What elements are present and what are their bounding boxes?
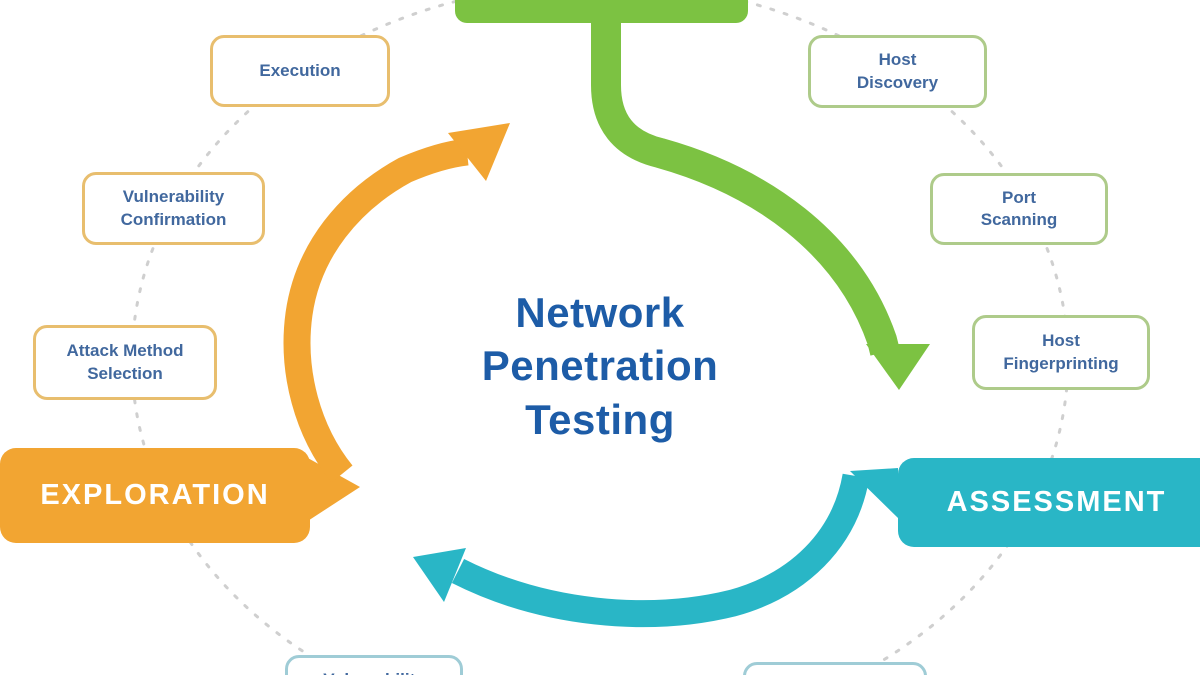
assessment-arrow-shaft bbox=[451, 473, 870, 628]
exploration-arrow-tail bbox=[297, 452, 360, 528]
discovery-stage-box bbox=[455, 0, 748, 23]
exploration-arrow-shaft bbox=[283, 138, 469, 483]
assessment-stage-badge: ASSESSMENT bbox=[898, 458, 1200, 547]
exploration-stage-label: EXPLORATION bbox=[40, 479, 270, 511]
step-label-attack-method-selection: Attack Method Selection bbox=[66, 341, 184, 383]
step-label-vulnerability-bottom: Vulnerability bbox=[323, 669, 424, 675]
step-label-execution: Execution bbox=[259, 60, 341, 80]
step-label-host-fingerprinting: Host Fingerprinting bbox=[1003, 331, 1119, 373]
step-label-vulnerability-confirmation: Vulnerability Confirmation bbox=[120, 187, 227, 229]
assessment-arrowhead-icon bbox=[413, 548, 466, 602]
step-box-execution: Execution bbox=[210, 35, 390, 107]
discovery-arrowhead-icon bbox=[866, 344, 930, 390]
diagram-title: Network Penetration Testing bbox=[481, 289, 719, 443]
exploration-arrowhead-icon bbox=[448, 123, 510, 181]
discovery-arrow-shaft bbox=[591, 0, 900, 356]
step-box-vulnerability-bottom: Vulnerability bbox=[285, 655, 463, 675]
step-box-host-fingerprinting: Host Fingerprinting bbox=[972, 315, 1150, 390]
step-label-port-scanning: Port Scanning bbox=[980, 187, 1058, 229]
step-label-host-discovery: Host Discovery bbox=[856, 50, 939, 92]
step-box-port-scanning: Port Scanning bbox=[930, 173, 1108, 245]
step-box-host-discovery: Host Discovery bbox=[808, 35, 987, 108]
step-box-attack-method-selection: Attack Method Selection bbox=[33, 325, 217, 400]
assessment-stage-label: ASSESSMENT bbox=[946, 486, 1167, 518]
exploration-stage-badge: EXPLORATION bbox=[0, 448, 310, 543]
step-box-vulnerability-confirmation: Vulnerability Confirmation bbox=[82, 172, 265, 245]
step-box-bottom-right bbox=[743, 662, 927, 675]
